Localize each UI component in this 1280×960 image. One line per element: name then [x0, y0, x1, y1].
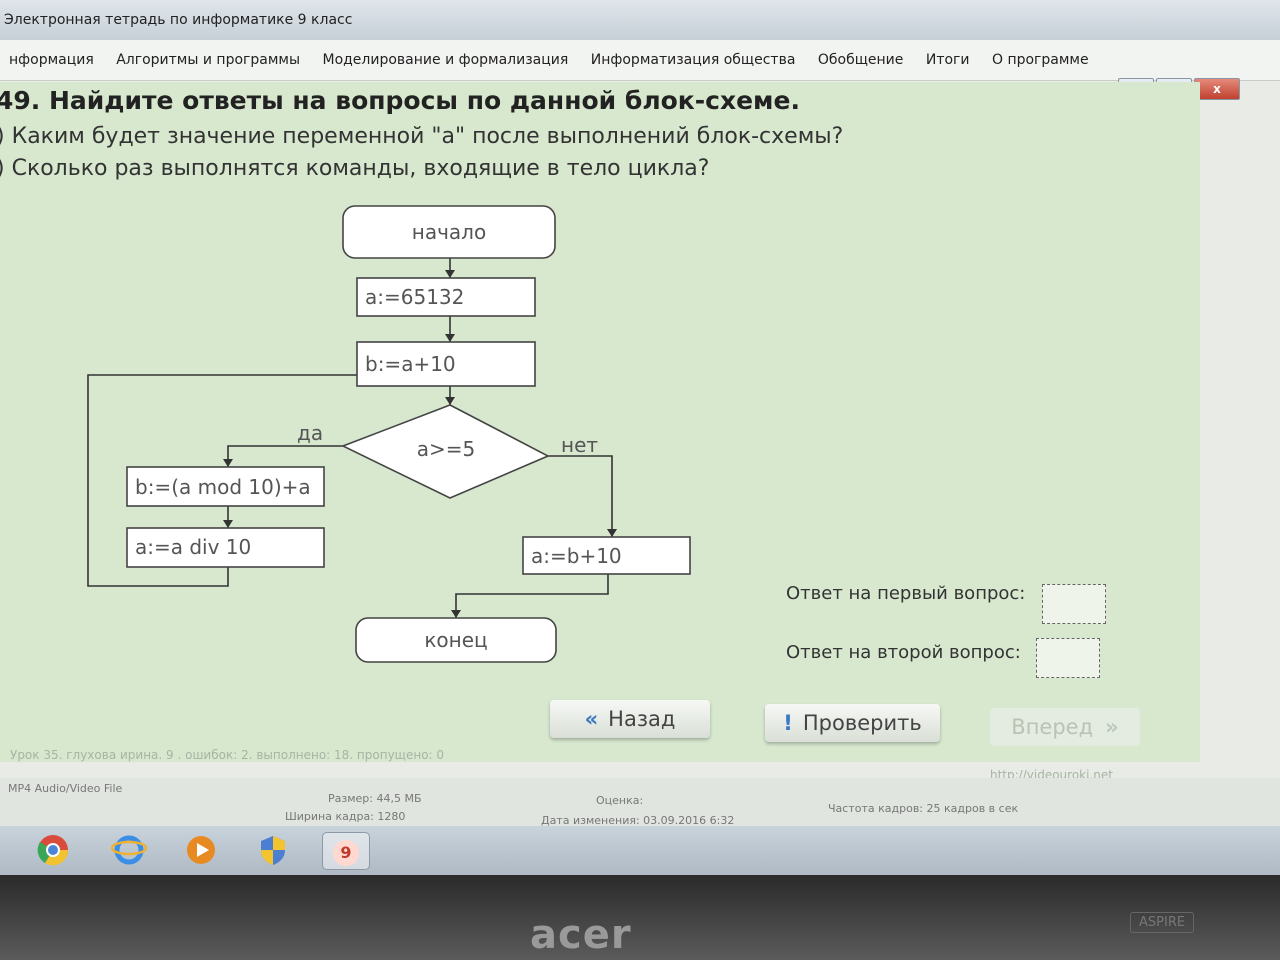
assign-b-text: b:=a+10 — [365, 352, 456, 376]
after-loop-block — [522, 536, 691, 575]
menu-item-results[interactable]: Итоги — [925, 52, 970, 68]
file-rating: Оценка: — [596, 794, 644, 807]
back-button-label: Назад — [608, 707, 676, 731]
model-badge: ASPIRE — [1130, 912, 1195, 933]
yes-label: да — [297, 421, 323, 445]
back-button[interactable]: « Назад — [550, 700, 710, 738]
exclamation-icon: ! — [783, 711, 793, 735]
task-panel — [0, 82, 1200, 762]
brand-logo: acer — [530, 912, 632, 958]
double-chevron-left-icon: « — [584, 707, 599, 731]
forward-button[interactable]: Вперед » — [990, 708, 1140, 746]
start-block — [342, 205, 556, 259]
loop-body-2-block — [126, 527, 325, 568]
frame-width: Ширина кадра: 1280 — [285, 810, 406, 823]
notebook-app-badge: 9 — [333, 840, 359, 866]
progress-status: Урок 35. глухова ирина. 9 . ошибок: 2. в… — [10, 748, 445, 762]
end-text: конец — [424, 628, 487, 652]
notebook-app-icon[interactable]: 9 — [322, 832, 370, 870]
task-title: 49. Найдите ответы на вопросы по данной … — [0, 86, 800, 115]
after-loop-text: a:=b+10 — [531, 544, 622, 568]
security-shield-icon[interactable] — [250, 832, 296, 868]
menu-item-about[interactable]: О программе — [991, 52, 1089, 68]
assign-a-text: a:=65132 — [365, 285, 464, 309]
question-1: ) Каким будет значение переменной "а" по… — [0, 124, 844, 149]
loop-body-1-block — [126, 466, 325, 507]
assign-a-block — [356, 277, 536, 317]
file-size: Размер: 44,5 МБ — [328, 792, 422, 805]
menu-bar: нформация Алгоритмы и программы Моделиро… — [0, 40, 1280, 81]
question-2: ) Сколько раз выполнятся команды, входящ… — [0, 156, 710, 181]
check-button[interactable]: ! Проверить — [765, 704, 940, 742]
loop-body-1-text: b:=(a mod 10)+a — [135, 475, 311, 499]
assign-b-block — [356, 341, 536, 387]
window-title: Электронная тетрадь по информатике 9 кла… — [4, 12, 353, 28]
menu-item-algorithms[interactable]: Алгоритмы и программы — [116, 52, 301, 68]
file-info-bar: MP4 Audio/Video File Размер: 44,5 МБ Шир… — [0, 778, 1280, 827]
start-text: начало — [412, 220, 486, 244]
check-button-label: Проверить — [802, 711, 922, 735]
menu-item-summary[interactable]: Обобщение — [817, 52, 904, 68]
flowchart: начало a:=65132 b:=a+10 a>=5 да нет b:=(… — [87, 205, 691, 663]
laptop-bezel — [0, 875, 1280, 960]
forward-button-label: Вперед — [1011, 715, 1094, 739]
loop-body-2-text: a:=a div 10 — [135, 535, 251, 559]
condition-diamond — [340, 404, 550, 499]
window-titlebar: Электронная тетрадь по информатике 9 кла… — [0, 0, 1280, 40]
file-type: MP4 Audio/Video File — [8, 782, 123, 795]
file-modified: Дата изменения: 03.09.2016 6:32 — [541, 814, 735, 827]
taskbar: 9 — [0, 826, 1280, 875]
condition-text: a>=5 — [417, 437, 476, 461]
menu-item-modeling[interactable]: Моделирование и формализация — [322, 52, 569, 68]
answer-2-label: Ответ на второй вопрос: — [786, 642, 1021, 663]
answer-1-input[interactable] — [1042, 584, 1106, 624]
answer-1-label: Ответ на первый вопрос: — [786, 583, 1026, 604]
chrome-icon[interactable] — [30, 832, 76, 868]
media-player-icon[interactable] — [178, 832, 224, 868]
close-button[interactable]: x — [1194, 78, 1240, 100]
end-block — [355, 617, 557, 663]
flowchart-arrowheads — [223, 270, 617, 618]
no-label: нет — [561, 433, 598, 457]
double-chevron-right-icon: » — [1105, 715, 1119, 739]
menu-item-informatsiya[interactable]: нформация — [9, 52, 94, 68]
screen: Электронная тетрадь по информатике 9 кла… — [0, 0, 1280, 875]
ie-icon[interactable] — [106, 832, 152, 868]
menu-item-informatization[interactable]: Информатизация общества — [590, 52, 796, 68]
answer-2-input[interactable] — [1036, 638, 1100, 678]
frame-rate: Частота кадров: 25 кадров в сек — [828, 802, 1019, 815]
